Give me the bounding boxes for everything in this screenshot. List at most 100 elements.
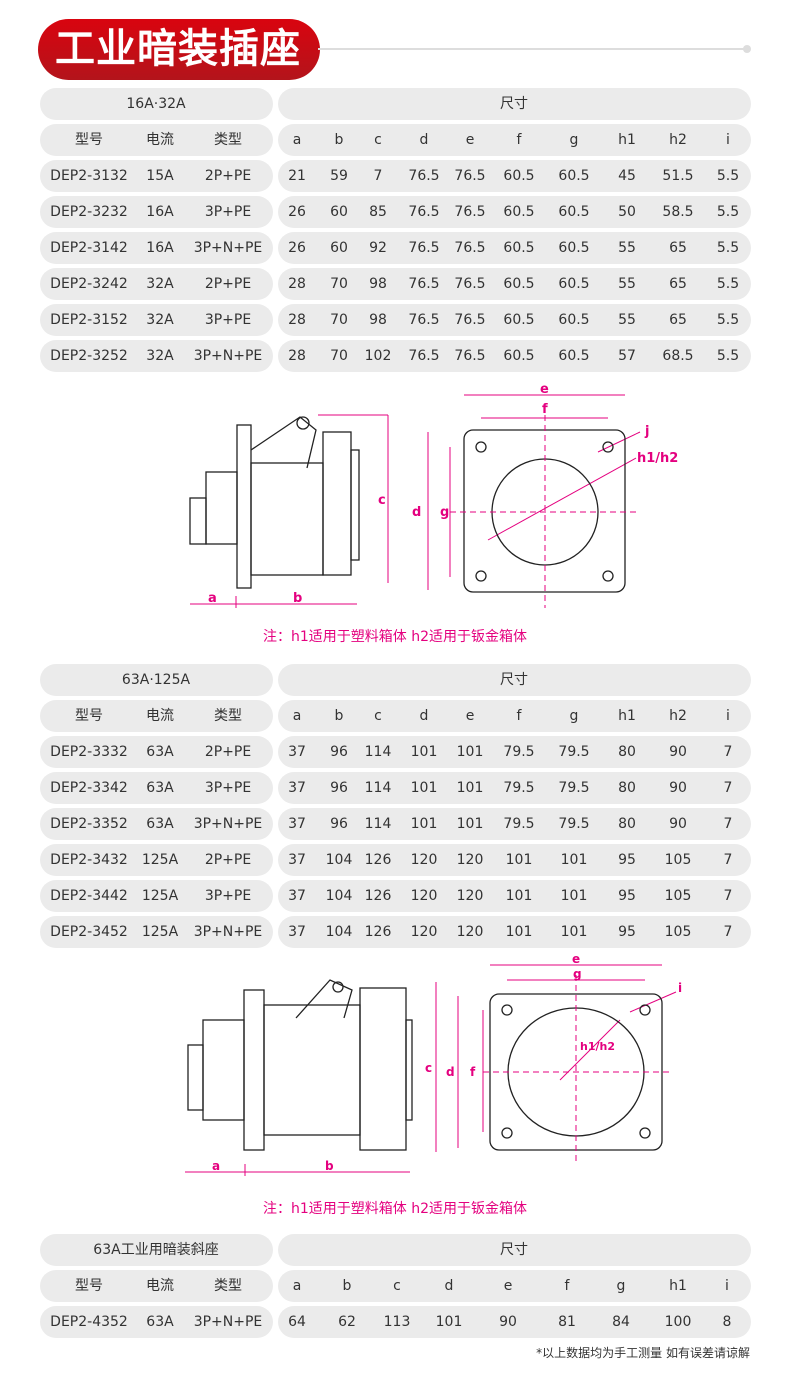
dim-cell-f: 79.5	[503, 780, 535, 796]
dim-cell-e: 76.5	[454, 312, 486, 328]
dim-cell-h1: 100	[664, 1314, 692, 1330]
dim-cell-e: 120	[456, 852, 484, 868]
dim-cell-g: 101	[560, 888, 588, 904]
dim-cell-d: 76.5	[408, 240, 440, 256]
model-cell: DEP2-3152	[50, 312, 128, 328]
dim-cell-b: 96	[330, 744, 348, 760]
dim-cell-f: 60.5	[503, 348, 535, 364]
row-pill	[40, 1306, 273, 1338]
column-header-f: f	[564, 1278, 570, 1294]
type-cell: 2P+PE	[204, 276, 252, 292]
dim-cell-g: 101	[560, 852, 588, 868]
type-cell: 3P+N+PE	[193, 240, 263, 256]
dim-cell-i: 7	[723, 744, 733, 760]
dim-cell-f: 60.5	[503, 204, 535, 220]
dim-label-b: b	[293, 591, 302, 606]
dim-cell-h1: 55	[618, 312, 636, 328]
column-header: 类型	[214, 708, 242, 724]
dim-cell-i: 5.5	[716, 348, 740, 364]
dim-cell-h2: 68.5	[662, 348, 694, 364]
model-cell: DEP2-4352	[50, 1314, 128, 1330]
dim-cell-g: 60.5	[558, 204, 590, 220]
dim-cell-b: 70	[330, 276, 348, 292]
column-header-i: i	[725, 1278, 729, 1294]
dim-cell-e: 120	[456, 888, 484, 904]
dim-cell-h1: 55	[618, 240, 636, 256]
column-header-e: e	[503, 1278, 513, 1294]
current-cell: 32A	[146, 276, 174, 292]
title-divider-dot	[743, 45, 751, 53]
dim-cell-h2: 65	[669, 276, 687, 292]
column-header-d: d	[419, 708, 429, 724]
type-cell: 3P+N+PE	[193, 924, 263, 940]
dim-cell-h2: 90	[669, 816, 687, 832]
type-cell: 3P+N+PE	[193, 1314, 263, 1330]
row-pill	[278, 844, 751, 876]
dim-cell-d: 120	[410, 924, 438, 940]
column-header-f: f	[516, 132, 522, 148]
dim-cell-b: 104	[325, 852, 353, 868]
dim-cell-e: 101	[456, 780, 484, 796]
dim-cell-i: 7	[723, 816, 733, 832]
dimension-title: 尺寸	[500, 1242, 528, 1258]
dim-cell-g: 60.5	[558, 276, 590, 292]
column-header-h1: h1	[669, 1278, 687, 1294]
dim-cell-f: 101	[505, 924, 533, 940]
current-cell: 16A	[146, 240, 174, 256]
row-pill	[278, 196, 751, 228]
dim-cell-a: 28	[288, 348, 306, 364]
dim-label-b: b	[325, 1159, 334, 1173]
dim-cell-e: 76.5	[454, 276, 486, 292]
dim-cell-f: 79.5	[503, 744, 535, 760]
column-header: 类型	[214, 132, 242, 148]
dim-cell-d: 76.5	[408, 204, 440, 220]
current-cell: 125A	[141, 924, 179, 940]
dimension-title: 尺寸	[500, 672, 528, 688]
dim-cell-e: 76.5	[454, 204, 486, 220]
dim-cell-h2: 58.5	[662, 204, 694, 220]
column-header-b: b	[342, 1278, 352, 1294]
type-cell: 3P+PE	[204, 888, 252, 904]
dim-cell-h1: 80	[618, 816, 636, 832]
dim-cell-d: 76.5	[408, 348, 440, 364]
dim-cell-h1: 45	[618, 168, 636, 184]
dim-cell-c: 126	[364, 924, 392, 940]
dim-cell-e: 101	[456, 744, 484, 760]
dim-cell-a: 21	[288, 168, 306, 184]
dim-label-d: d	[412, 505, 421, 520]
dim-cell-h2: 105	[664, 852, 692, 868]
row-pill	[40, 340, 273, 372]
model-cell: DEP2-3132	[50, 168, 128, 184]
dim-cell-b: 96	[330, 780, 348, 796]
dim-cell-i: 8	[722, 1314, 732, 1330]
dim-cell-c: 114	[364, 816, 392, 832]
dim-cell-b: 104	[325, 888, 353, 904]
dim-cell-e: 120	[456, 924, 484, 940]
dim-label-i: i	[678, 981, 682, 995]
diagram-16a-32a: a b c d e f g h1/h2 j	[0, 380, 790, 624]
column-header-a: a	[292, 708, 302, 724]
current-cell: 125A	[141, 852, 179, 868]
model-cell: DEP2-3442	[50, 888, 128, 904]
row-pill	[278, 916, 751, 948]
dim-cell-e: 76.5	[454, 348, 486, 364]
dim-cell-i: 5.5	[716, 168, 740, 184]
row-pill	[40, 736, 273, 768]
row-pill	[40, 916, 273, 948]
dim-cell-e: 76.5	[454, 240, 486, 256]
dim-cell-i: 7	[723, 852, 733, 868]
column-header-h2: h2	[669, 708, 687, 724]
row-pill	[40, 844, 273, 876]
diagram-note: 注：h1适用于塑料箱体 h2适用于钣金箱体	[262, 629, 527, 645]
dim-cell-c: 126	[364, 852, 392, 868]
model-cell: DEP2-3452	[50, 924, 128, 940]
type-cell: 2P+PE	[204, 744, 252, 760]
dim-cell-c: 114	[364, 744, 392, 760]
